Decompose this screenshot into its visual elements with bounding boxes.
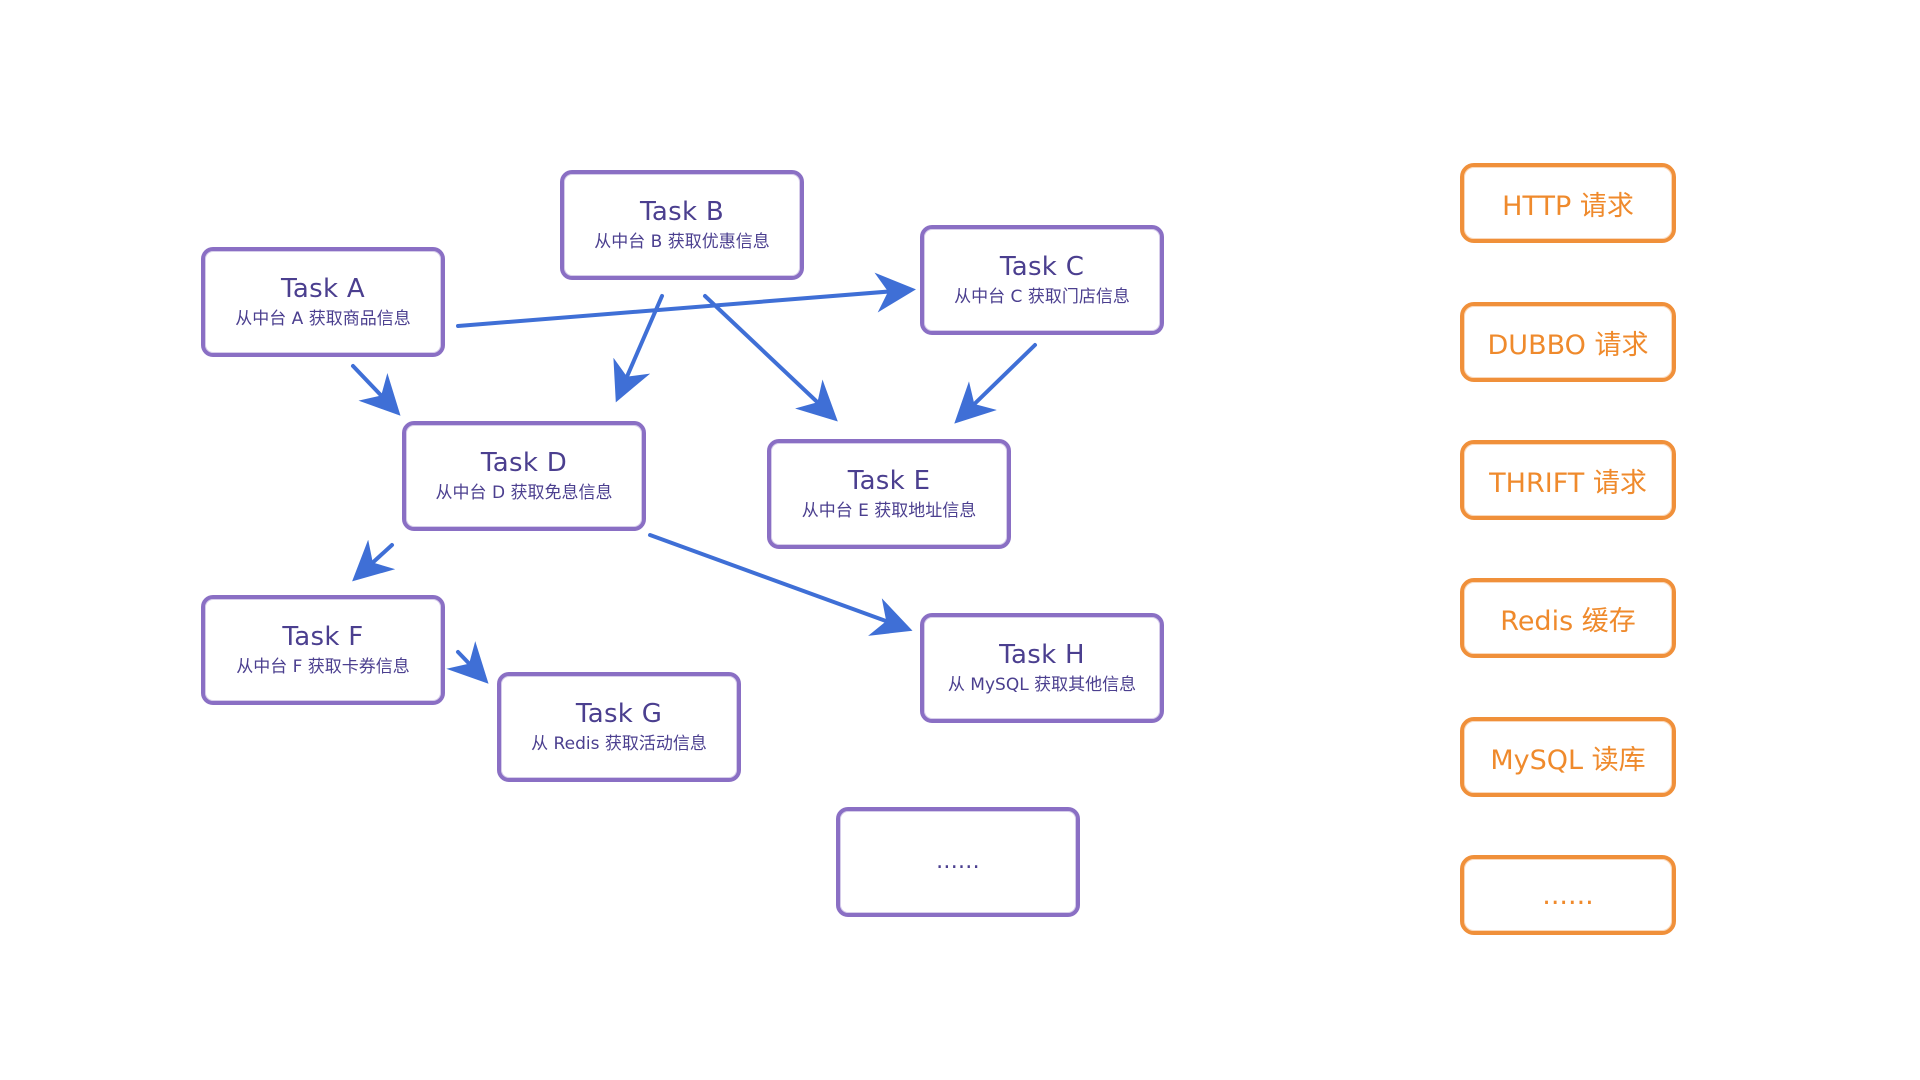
task-node-e: Task E 从中台 E 获取地址信息: [767, 439, 1011, 549]
task-g-desc: 从 Redis 获取活动信息: [531, 734, 707, 754]
task-node-b: Task B 从中台 B 获取优惠信息: [560, 170, 804, 280]
task-more-ellipsis: ......: [936, 849, 980, 874]
task-a-title: Task A: [281, 274, 365, 304]
legend-item-dubbo: DUBBO 请求: [1460, 302, 1676, 382]
task-b-title: Task B: [639, 197, 724, 227]
legend-label-more: ......: [1542, 879, 1594, 911]
task-node-d: Task D 从中台 D 获取免息信息: [402, 421, 646, 531]
task-b-desc: 从中台 B 获取优惠信息: [594, 232, 770, 252]
task-a-desc: 从中台 A 获取商品信息: [235, 309, 411, 329]
task-node-g: Task G 从 Redis 获取活动信息: [497, 672, 741, 782]
legend-label-thrift: THRIFT 请求: [1489, 467, 1647, 499]
task-e-desc: 从中台 E 获取地址信息: [801, 501, 977, 521]
legend-label-dubbo: DUBBO 请求: [1487, 329, 1649, 361]
edge-c-to-e: [954, 343, 1037, 424]
task-c-title: Task C: [999, 252, 1085, 282]
task-h-title: Task H: [999, 640, 1085, 670]
task-f-title: Task F: [282, 622, 364, 652]
legend-item-http: HTTP 请求: [1460, 163, 1676, 243]
legend-item-redis: Redis 缓存: [1460, 578, 1676, 658]
task-d-desc: 从中台 D 获取免息信息: [435, 483, 613, 503]
legend-item-mysql: MySQL 读库: [1460, 717, 1676, 797]
task-node-a: Task A 从中台 A 获取商品信息: [201, 247, 445, 357]
edge-b-to-e: [703, 294, 838, 422]
legend-item-thrift: THRIFT 请求: [1460, 440, 1676, 520]
task-h-desc: 从 MySQL 获取其他信息: [947, 675, 1137, 695]
task-node-f: Task F 从中台 F 获取卡券信息: [201, 595, 445, 705]
task-d-title: Task D: [480, 448, 568, 478]
task-c-desc: 从中台 C 获取门店信息: [954, 287, 1130, 307]
task-node-h: Task H 从 MySQL 获取其他信息: [920, 613, 1164, 723]
task-node-c: Task C 从中台 C 获取门店信息: [920, 225, 1164, 335]
task-node-more: ......: [836, 807, 1080, 917]
legend-label-mysql: MySQL 读库: [1490, 744, 1646, 776]
edge-f-to-g: [446, 641, 489, 684]
edge-a-to-c: [456, 272, 916, 328]
legend-label-redis: Redis 缓存: [1500, 605, 1636, 637]
edge-d-to-f: [352, 539, 396, 582]
edge-b-to-d: [613, 294, 664, 403]
legend-item-more: ......: [1460, 855, 1676, 935]
task-f-desc: 从中台 F 获取卡券信息: [236, 657, 410, 677]
task-g-title: Task G: [575, 699, 663, 729]
task-e-title: Task E: [847, 466, 931, 496]
legend-label-http: HTTP 请求: [1502, 190, 1634, 222]
edge-a-to-d: [351, 364, 401, 416]
